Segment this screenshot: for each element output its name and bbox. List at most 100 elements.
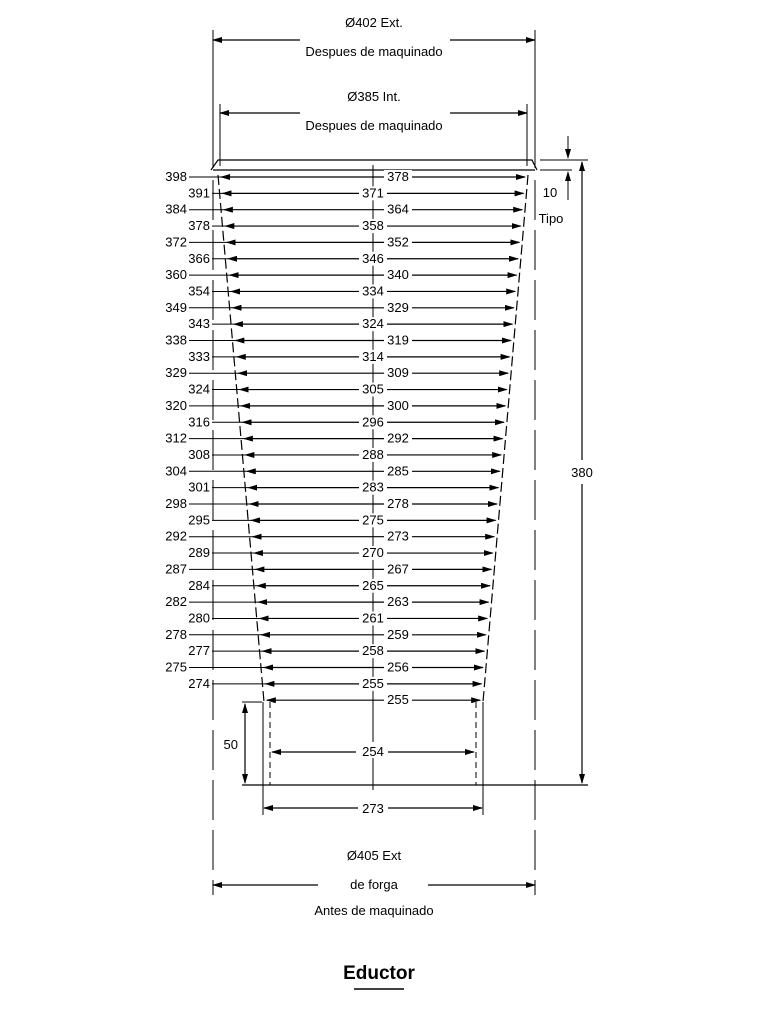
row-outer-label: 324 [188,382,210,397]
row-center-label: 285 [387,463,409,478]
overall-height-dimension: 380 [540,159,596,784]
row-dimension: 333 314 [188,349,511,364]
row-label-bg [359,644,387,659]
row-outer-label: 304 [165,463,187,478]
row-label-bg [384,693,412,708]
row-label-bg [384,398,412,413]
row-label-bg [359,349,387,364]
row-label-bg [359,546,387,561]
row-outer-label: 354 [188,283,210,298]
row-label-bg [359,447,387,462]
row-label-bg [359,186,387,201]
row-label-bg [359,513,387,528]
row-outer-label: 391 [188,185,210,200]
tipo-label: Tipo [539,211,564,226]
top-int-dimension: Ø385 Int. Despues de maquinado [219,85,528,166]
row-outer-label: 343 [188,316,210,331]
base-height-dimension: 50 [224,701,262,784]
row-dimension: 255 [265,692,482,708]
row-label-bg [359,578,387,593]
row-outer-label: 316 [188,414,210,429]
row-label-bg [384,268,412,283]
row-center-label: 314 [362,349,384,364]
row-label-bg [384,431,412,446]
row-outer-label: 289 [188,545,210,560]
row-center-label: 300 [387,398,409,413]
bore-width-value: 254 [362,744,384,759]
row-center-label: 256 [387,660,409,675]
row-center-label: 329 [387,300,409,315]
row-dimension: 378 358 [188,218,522,234]
row-center-label: 352 [387,234,409,249]
row-outer-label: 277 [188,643,210,658]
top-ext-note: Despues de maquinado [305,44,442,59]
top-int-diameter: Ø385 Int. [347,89,400,104]
title-text: Eductor [343,963,415,984]
row-center-label: 378 [387,169,409,184]
row-center-label: 255 [387,692,409,707]
top-ext-diameter: Ø402 Ext. [345,15,403,30]
top-int-note: Despues de maquinado [305,118,442,133]
row-dimension: 324 305 [188,382,508,397]
row-center-label: 305 [362,382,384,397]
row-outer-label: 298 [165,496,187,511]
row-outer-label: 295 [188,512,210,527]
row-center-label: 283 [362,480,384,495]
row-label-bg [384,660,412,675]
row-dimension: 280 261 [188,610,489,626]
row-outer-label: 308 [188,447,210,462]
row-center-label: 309 [387,365,409,380]
bottom-ext-dimension: Ø405 Ext de forga Antes de maquinado [212,848,536,918]
row-center-label: 278 [387,496,409,511]
row-center-label: 275 [362,512,384,527]
row-label-bg [384,300,412,315]
bottom-ext-diameter: Ø405 Ext [347,848,402,863]
row-dimension: 277 258 [188,643,486,659]
eductor-outline [210,159,588,895]
tipo-value: 10 [543,185,557,200]
row-outer-label: 372 [165,234,187,249]
row-outer-label: 280 [188,610,210,625]
base-width-dimension: 273 [263,798,483,816]
row-outer-label: 349 [165,300,187,315]
row-center-label: 364 [387,202,409,217]
row-center-label: 259 [387,627,409,642]
row-dimension: 282 263 [165,594,490,610]
row-center-label: 296 [362,414,384,429]
row-label-bg [359,317,387,332]
row-outer-label: 398 [165,169,187,184]
row-outer-label: 282 [165,594,187,609]
row-outer-label: 275 [165,660,187,675]
row-dimension: 349 329 [165,300,515,315]
row-outer-label: 278 [165,627,187,642]
row-label-bg [384,333,412,348]
row-outer-label: 378 [188,218,210,233]
drawing-title: Eductor [343,963,415,990]
row-outer-label: 333 [188,349,210,364]
row-center-label: 346 [362,251,384,266]
row-label-bg [384,235,412,250]
row-label-bg [384,170,412,184]
row-center-label: 358 [362,218,384,233]
row-center-label: 258 [362,643,384,658]
row-center-label: 263 [387,594,409,609]
row-center-label: 334 [362,283,384,298]
row-label-bg [384,366,412,381]
row-center-label: 292 [387,431,409,446]
row-outer-label: 274 [188,676,210,691]
row-dimension: 316 296 [188,414,505,430]
row-label-bg [384,464,412,479]
row-outer-label: 360 [165,267,187,282]
row-center-label: 255 [362,676,384,691]
row-center-label: 261 [362,610,384,625]
